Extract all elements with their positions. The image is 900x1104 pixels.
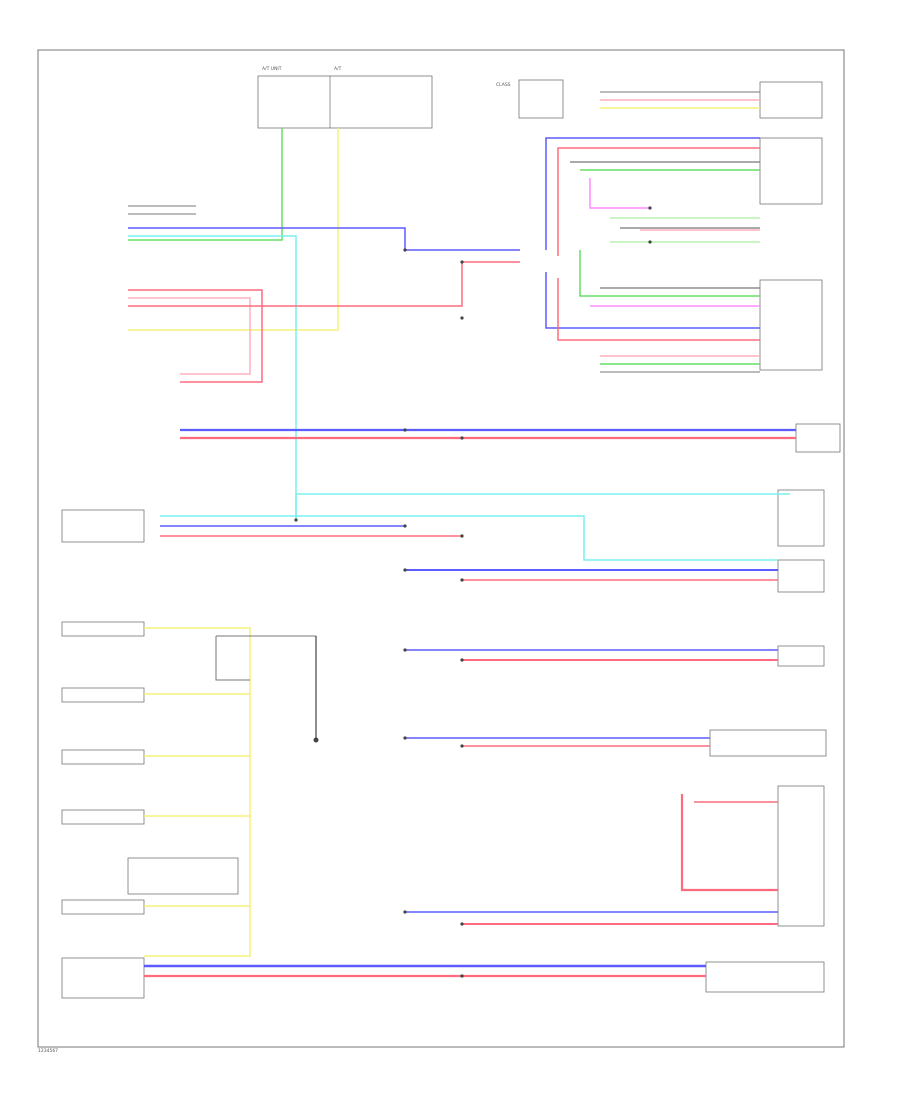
- diagram-border: [37, 49, 845, 1048]
- component-i-frame: [777, 785, 825, 927]
- splice-dot: [648, 206, 652, 210]
- wire-32: [295, 493, 790, 520]
- wire-18: [557, 278, 760, 341]
- component-g-frame: [777, 645, 825, 667]
- component-h-frame: [709, 729, 827, 757]
- top-fuse-box: [257, 75, 433, 129]
- splice-dot: [403, 248, 407, 252]
- left-switch-box: [127, 857, 239, 895]
- wire-layer: [128, 91, 796, 978]
- splice-dot: [403, 428, 407, 432]
- splice-dot: [648, 240, 652, 244]
- splice-dot: [294, 518, 298, 522]
- splice-dot: [460, 744, 464, 748]
- top-right-connector: [518, 79, 564, 119]
- splice-dot: [460, 658, 464, 662]
- wire-4: [128, 235, 297, 520]
- splice-dot: [460, 260, 464, 264]
- component-e-frame: [777, 489, 825, 547]
- left-module-frame: [61, 509, 145, 543]
- wire-11: [557, 147, 760, 256]
- left-connector-4: [61, 809, 145, 825]
- wire-5: [128, 289, 263, 383]
- component-f-frame: [777, 559, 825, 593]
- splice-dot: [403, 524, 407, 528]
- wire-3: [128, 227, 520, 251]
- splice-dot: [460, 316, 464, 320]
- wire-1: [128, 128, 283, 241]
- wire-54: [215, 636, 250, 681]
- splice-dot: [460, 578, 464, 582]
- splice-dot: [403, 910, 407, 914]
- wire-10: [545, 137, 760, 250]
- wire-42: [680, 794, 778, 892]
- component-b-frame: [759, 137, 823, 205]
- ground-symbol-icon: [313, 636, 319, 743]
- splice-dot: [460, 436, 464, 440]
- top-fuse-box-label-right: A/T: [334, 66, 342, 72]
- wire-19: [579, 250, 760, 297]
- splice-dot: [460, 974, 464, 978]
- top-fuse-box-label-left: A/T UNIT: [262, 66, 282, 72]
- wire-7: [128, 261, 520, 307]
- left-connector-3: [61, 749, 145, 765]
- top-right-connector-label: CLASS: [496, 82, 511, 88]
- component-c-frame: [759, 279, 823, 371]
- component-j-frame: [705, 961, 825, 993]
- splice-dot: [460, 922, 464, 926]
- wire-33: [160, 515, 778, 561]
- wire-6: [128, 297, 251, 375]
- splice-dot: [403, 736, 407, 740]
- left-bottom-module: [61, 957, 145, 999]
- left-connector-1: [61, 621, 145, 637]
- wire-48: [144, 627, 251, 957]
- component-d-frame: [795, 423, 841, 453]
- component-a-frame: [759, 81, 823, 119]
- left-connector-5: [61, 899, 145, 915]
- splice-dot: [403, 648, 407, 652]
- splice-dot: [403, 568, 407, 572]
- wire-17: [545, 272, 760, 329]
- wire-2: [128, 128, 339, 331]
- splice-layer: [294, 206, 652, 978]
- splice-dot: [460, 534, 464, 538]
- footer-code: 1234567: [38, 1048, 58, 1054]
- wire-14: [589, 178, 650, 209]
- left-connector-2: [61, 687, 145, 703]
